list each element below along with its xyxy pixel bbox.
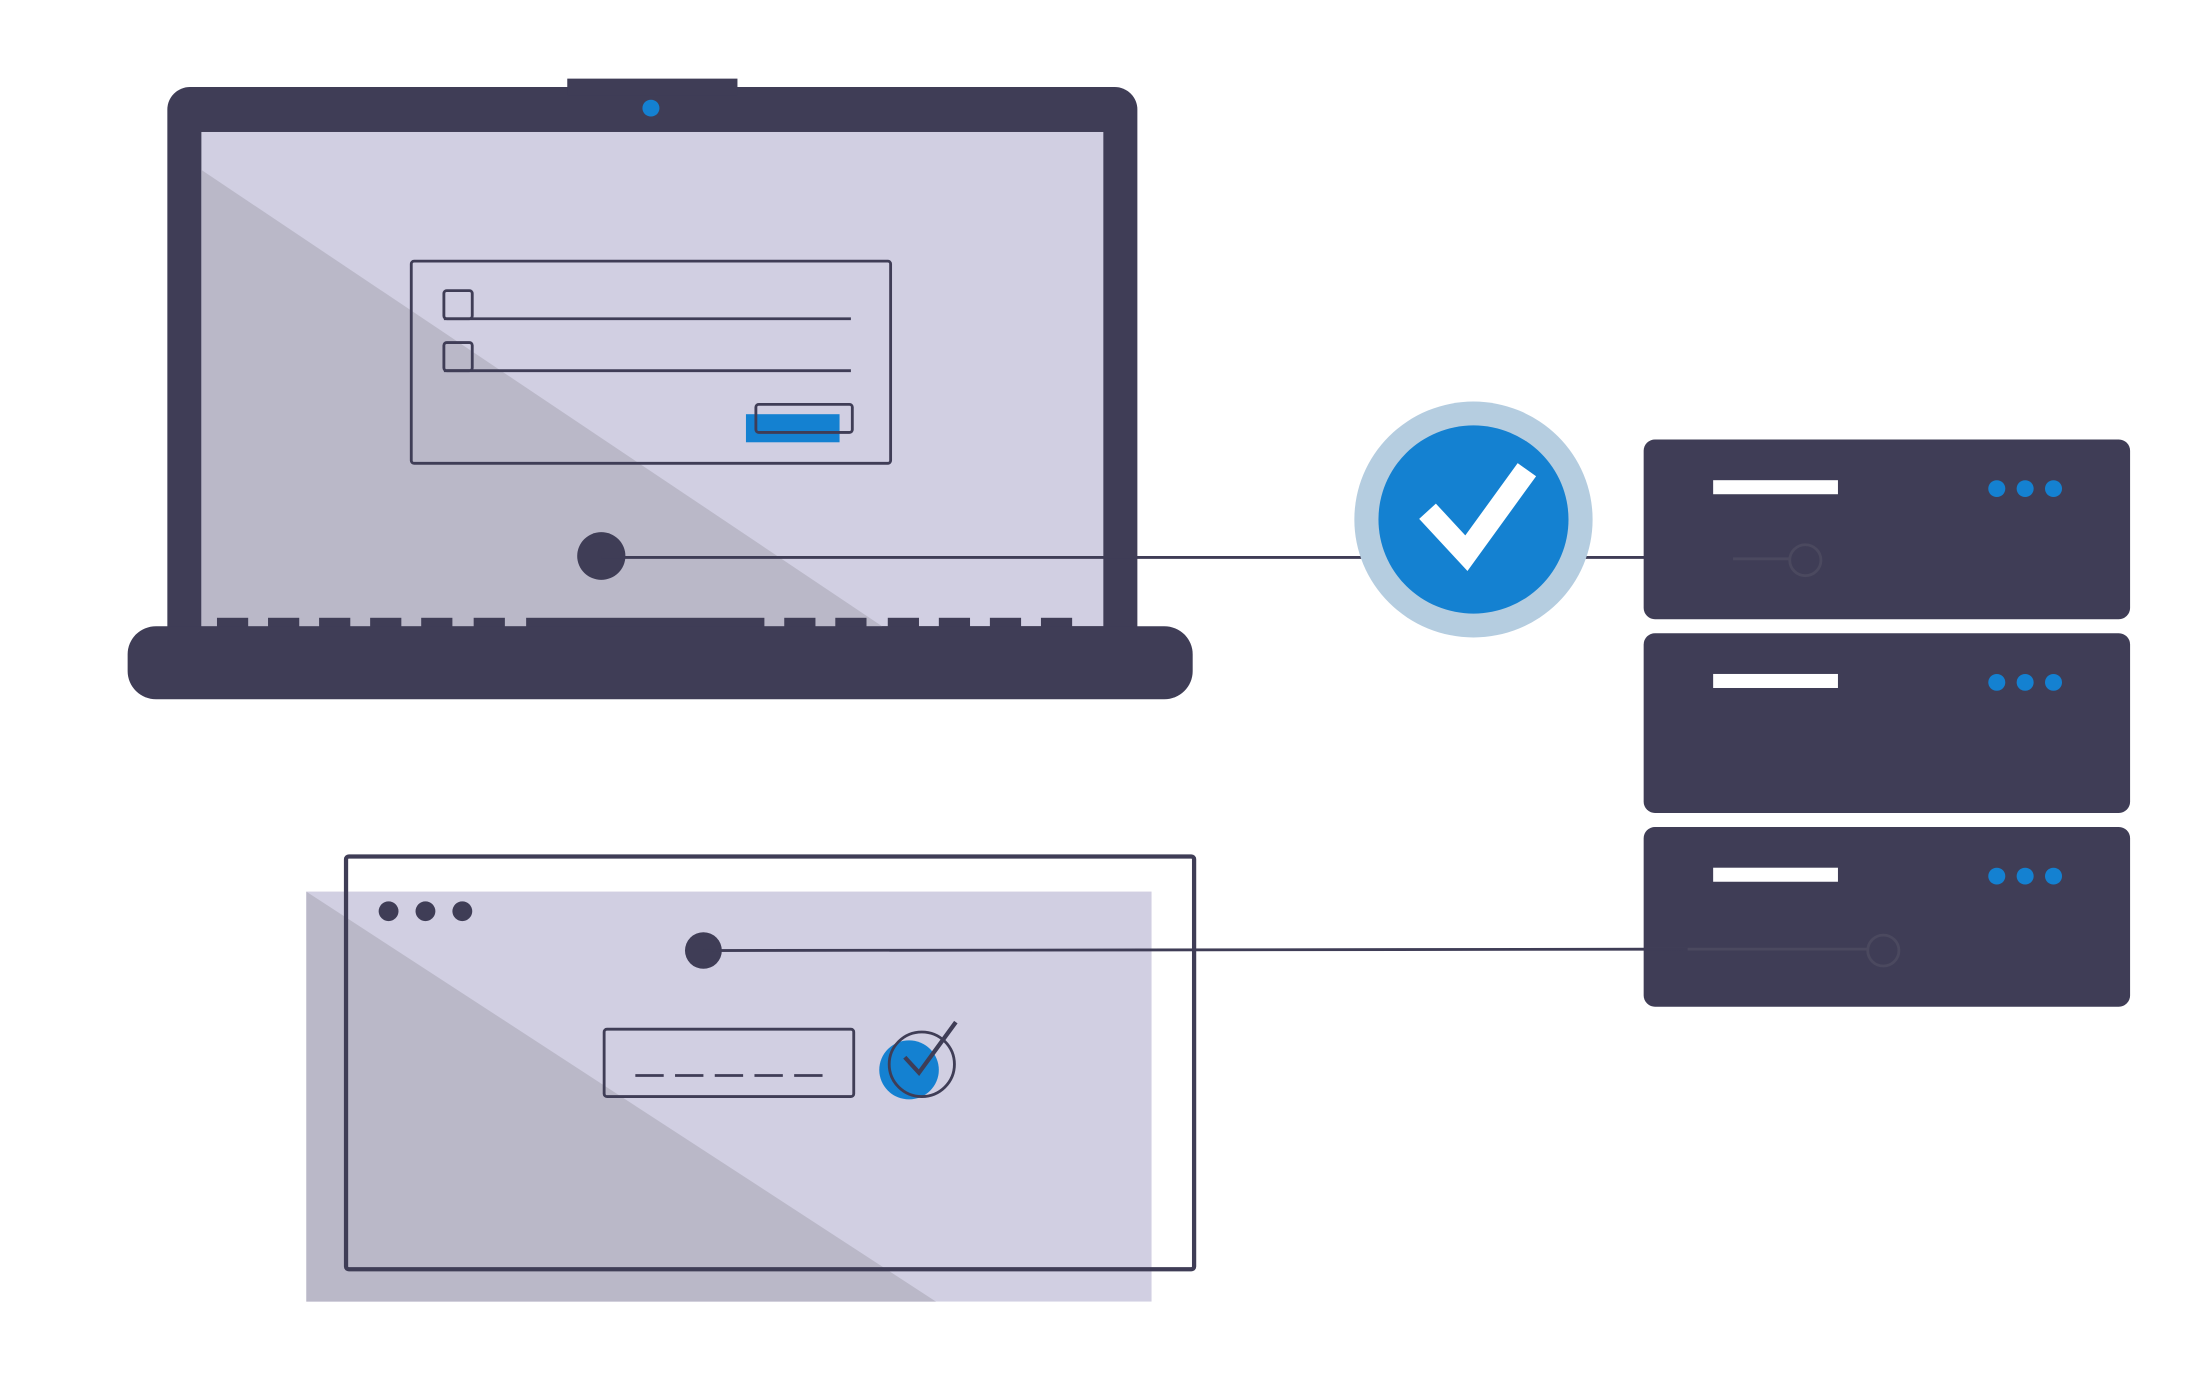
login-button-fill <box>745 414 840 443</box>
server-unit-2 <box>1643 633 2131 813</box>
server-led <box>1988 867 2006 885</box>
login-form-frame <box>409 259 893 465</box>
window-control-dot <box>378 901 399 922</box>
otp-verified-check <box>879 1020 958 1100</box>
badge-circle <box>1378 425 1569 614</box>
laptop <box>127 78 1193 700</box>
check-icon <box>903 1020 958 1077</box>
server-port <box>1866 933 1901 968</box>
server-led <box>2016 867 2034 885</box>
server-unit-1 <box>1643 439 2131 620</box>
server-port <box>1788 543 1823 578</box>
login-button-outline <box>754 402 854 434</box>
window-control-dot <box>415 901 436 922</box>
server-unit-body <box>1643 439 2131 620</box>
webcam <box>642 99 660 117</box>
verified-badge <box>1354 401 1593 638</box>
otp-check-outline <box>887 1030 956 1098</box>
webcam-bar <box>567 78 738 96</box>
server-label-bar <box>1713 480 1838 495</box>
browser-to-server-line <box>703 947 1688 952</box>
otp-code-field <box>602 1027 856 1098</box>
window-control-dot <box>452 901 473 922</box>
screen-shadow <box>201 169 883 627</box>
laptop-base <box>127 626 1193 700</box>
server-led <box>2045 867 2063 885</box>
login-form <box>409 259 893 465</box>
server-unit-body <box>1643 633 2131 813</box>
server-label-bar <box>1713 673 1838 688</box>
server-led <box>2045 673 2063 691</box>
browser-window <box>306 854 1688 1302</box>
server-unit-3 <box>1643 826 2131 1007</box>
server-led <box>2045 480 2063 498</box>
server-rack <box>1643 439 2131 1007</box>
server-led <box>2016 480 2034 498</box>
otp-check-fill <box>879 1040 939 1100</box>
browser-frame <box>343 854 1197 1272</box>
check-circle-icon <box>1419 463 1537 571</box>
server-led <box>1988 480 2006 498</box>
server-unit-body <box>1643 826 2131 1007</box>
server-label-bar <box>1713 867 1838 882</box>
server-led <box>2016 673 2034 691</box>
server-led <box>1988 673 2006 691</box>
